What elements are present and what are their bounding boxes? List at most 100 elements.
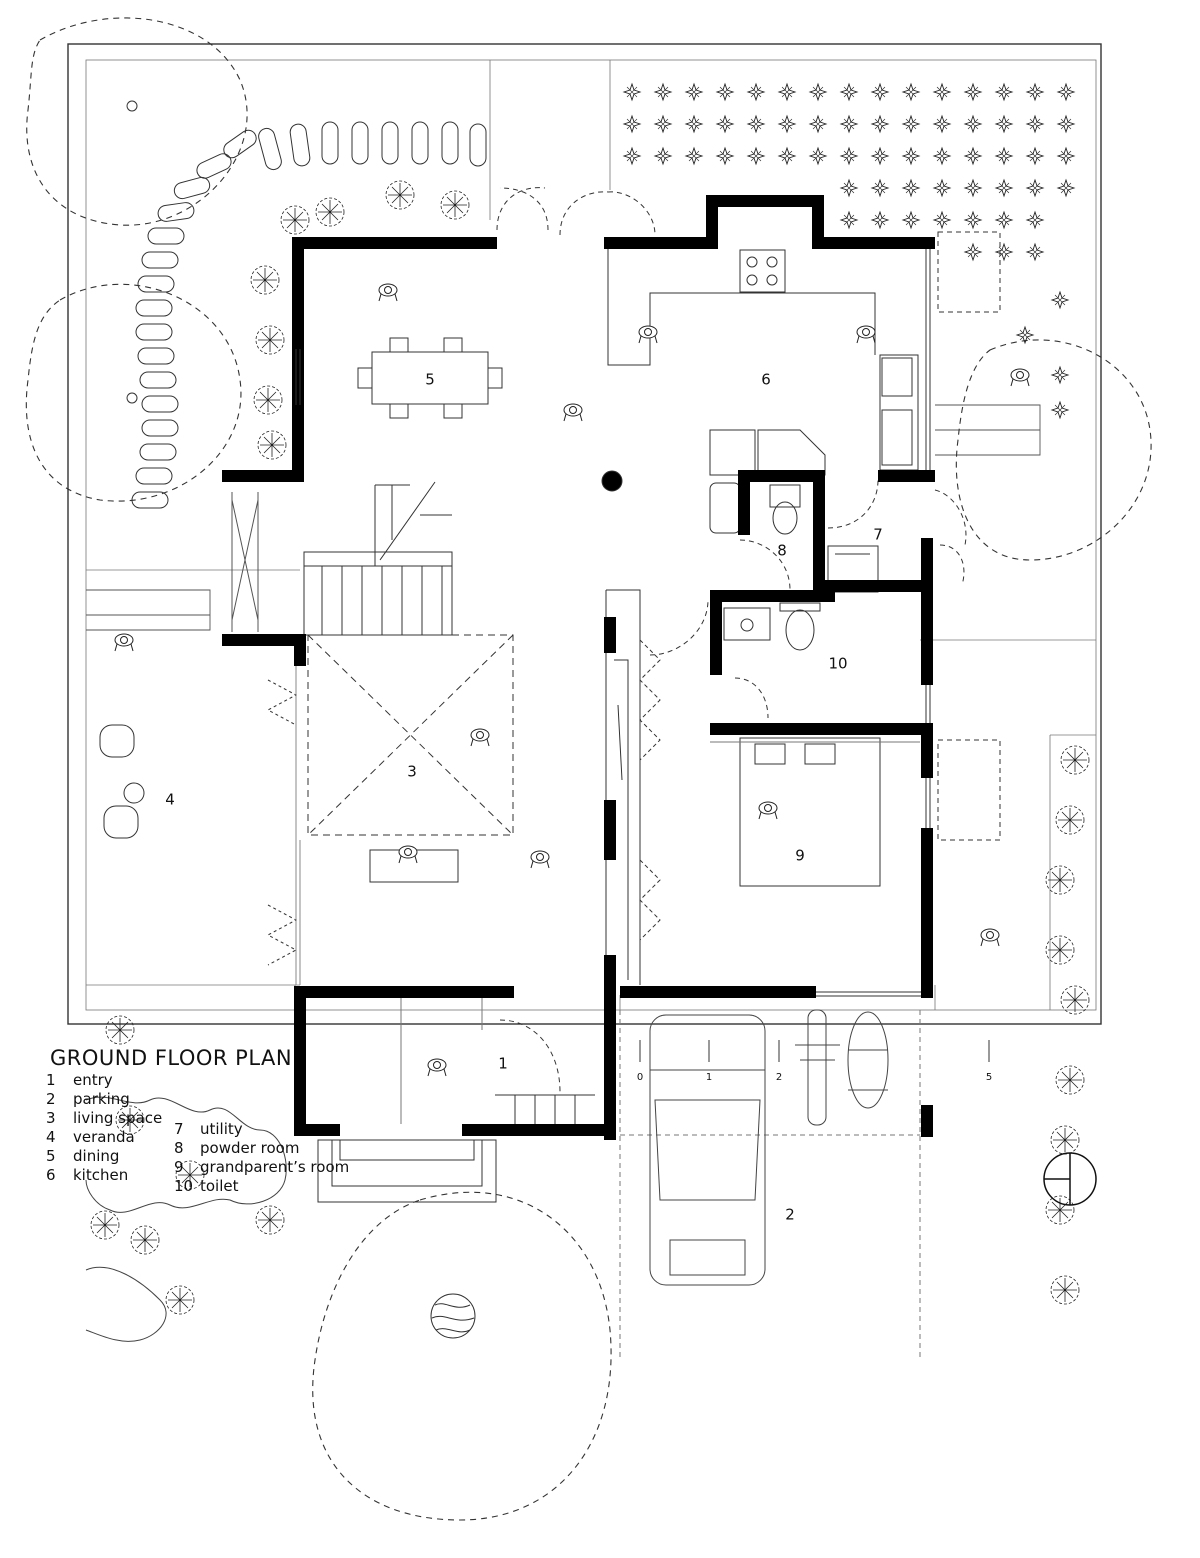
room-tag-utility: 7 bbox=[873, 526, 883, 544]
door-swings bbox=[496, 187, 1001, 1093]
plant-icon bbox=[840, 147, 858, 165]
plant-icon bbox=[933, 83, 951, 101]
room-tag-dining: 5 bbox=[425, 371, 435, 389]
legend-powder-room: powder room bbox=[200, 1139, 299, 1157]
tree-canopies bbox=[25, 17, 1152, 1521]
plant-icon bbox=[1057, 115, 1075, 133]
svg-text:8: 8 bbox=[174, 1139, 184, 1157]
person-icon bbox=[638, 325, 658, 344]
plant-icon bbox=[778, 115, 796, 133]
tree-icon bbox=[385, 180, 415, 210]
plant-icon bbox=[995, 211, 1013, 229]
tree-icon bbox=[255, 325, 285, 355]
person-icon bbox=[980, 928, 1000, 947]
person-icon bbox=[398, 845, 418, 864]
car-icon bbox=[649, 1014, 766, 1286]
person-icon bbox=[114, 633, 134, 652]
plant-icon bbox=[1026, 179, 1044, 197]
tree-icon bbox=[1060, 745, 1090, 775]
plant-icon bbox=[964, 83, 982, 101]
tree-icon bbox=[440, 190, 470, 220]
plant-icon bbox=[747, 147, 765, 165]
toilet-icon bbox=[769, 484, 801, 508]
person-icon bbox=[856, 325, 876, 344]
plant-icon bbox=[995, 179, 1013, 197]
plant-icon bbox=[1051, 291, 1069, 309]
tree-icon bbox=[1050, 1125, 1080, 1155]
sink-icon bbox=[709, 482, 741, 534]
plant-icon bbox=[1026, 83, 1044, 101]
column bbox=[601, 470, 623, 492]
interior-fixtures bbox=[99, 240, 920, 985]
tree-icon bbox=[1055, 1065, 1085, 1095]
plant-icon bbox=[809, 115, 827, 133]
room-tag-kitchen: 6 bbox=[761, 371, 771, 389]
tree-icon bbox=[253, 385, 283, 415]
tree-icon bbox=[105, 1015, 135, 1045]
plant-icon bbox=[933, 211, 951, 229]
plant-icon bbox=[933, 179, 951, 197]
plant-icon bbox=[1051, 401, 1069, 419]
plant-icon bbox=[623, 147, 641, 165]
entry-steps bbox=[317, 1094, 595, 1203]
tree-icon bbox=[90, 1210, 120, 1240]
person-icon bbox=[563, 403, 583, 422]
plan-title: GROUND FLOOR PLAN bbox=[50, 1046, 292, 1070]
plant-icon bbox=[1057, 147, 1075, 165]
tree-icon bbox=[315, 197, 345, 227]
svg-text:2: 2 bbox=[776, 1072, 782, 1083]
plant-icon bbox=[840, 83, 858, 101]
plant-icon bbox=[840, 115, 858, 133]
plant-icon bbox=[840, 211, 858, 229]
tree-icon bbox=[280, 205, 310, 235]
plant-icon bbox=[871, 147, 889, 165]
svg-text:2: 2 bbox=[46, 1090, 56, 1108]
legend-toilet: toilet bbox=[200, 1177, 239, 1195]
plant-icon bbox=[902, 115, 920, 133]
stepping-stones bbox=[126, 100, 487, 509]
svg-text:10: 10 bbox=[174, 1177, 193, 1195]
plant-icon bbox=[685, 115, 703, 133]
legend-entry: entry bbox=[73, 1071, 113, 1089]
person-icon bbox=[427, 1058, 447, 1077]
person-icon bbox=[378, 283, 398, 302]
plant-icon bbox=[809, 147, 827, 165]
plant-icon bbox=[809, 83, 827, 101]
plant-icon bbox=[716, 83, 734, 101]
room-tag-veranda: 4 bbox=[165, 791, 175, 809]
room-tags: 1 2 3 4 5 6 7 8 9 10 bbox=[165, 371, 883, 1224]
svg-text:7: 7 bbox=[174, 1120, 184, 1138]
plant-icon bbox=[871, 211, 889, 229]
plant-icon bbox=[902, 179, 920, 197]
room-tag-toilet: 10 bbox=[828, 655, 847, 673]
plant-icon bbox=[1026, 147, 1044, 165]
people bbox=[114, 283, 1030, 1077]
plant-icon bbox=[902, 83, 920, 101]
plant-icon bbox=[964, 147, 982, 165]
legend-kitchen: kitchen bbox=[73, 1166, 128, 1184]
plant-icon bbox=[840, 179, 858, 197]
scale-bar: 0 1 2 5 bbox=[637, 1040, 992, 1083]
person-icon bbox=[758, 801, 778, 820]
legend-grandparents-room: grandparent’s room bbox=[200, 1158, 349, 1176]
plant-icon bbox=[778, 147, 796, 165]
north-arrow-icon bbox=[1043, 1152, 1097, 1206]
person-icon bbox=[1010, 368, 1030, 387]
svg-text:5: 5 bbox=[46, 1147, 56, 1165]
plant-icon bbox=[995, 243, 1013, 261]
svg-text:1: 1 bbox=[706, 1072, 712, 1083]
plant-icon bbox=[1026, 115, 1044, 133]
legend-veranda: veranda bbox=[73, 1128, 135, 1146]
svg-text:5: 5 bbox=[986, 1072, 992, 1083]
plant-grid bbox=[623, 83, 1075, 419]
plant-icon bbox=[964, 179, 982, 197]
plant-icon bbox=[995, 83, 1013, 101]
tree-icon bbox=[1055, 805, 1085, 835]
plant-icon bbox=[933, 147, 951, 165]
parking-area bbox=[619, 1009, 921, 1360]
plant-icon bbox=[1051, 366, 1069, 384]
svg-text:3: 3 bbox=[46, 1109, 56, 1127]
room-tag-entry: 1 bbox=[498, 1055, 508, 1073]
